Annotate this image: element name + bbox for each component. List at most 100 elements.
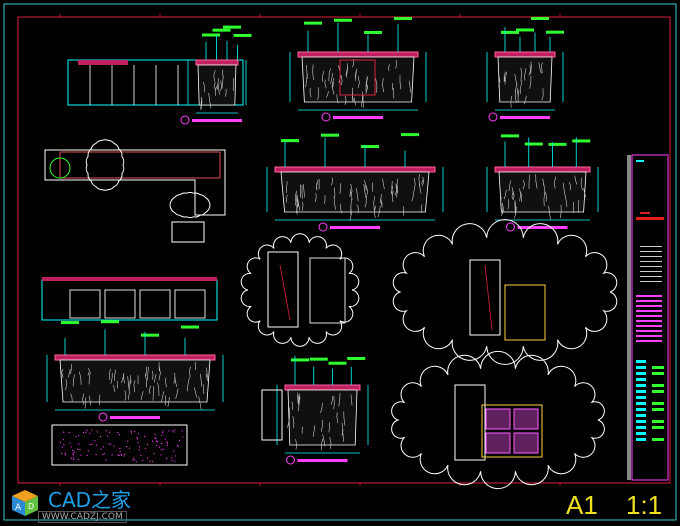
stone-texture xyxy=(503,189,507,200)
stone-texture xyxy=(535,174,538,189)
stone-texture xyxy=(198,396,202,410)
stone-texture xyxy=(110,372,113,384)
outer-frame xyxy=(3,3,677,521)
stone-texture xyxy=(519,191,522,203)
note-text xyxy=(328,361,347,365)
stone-speckle xyxy=(82,431,84,434)
stone-speckle xyxy=(103,452,105,455)
stone-texture xyxy=(514,202,516,213)
note-text xyxy=(531,17,549,21)
stone-speckle xyxy=(168,430,170,432)
stone-speckle xyxy=(174,460,176,462)
stone-speckle xyxy=(61,446,63,448)
view-marker xyxy=(321,112,331,122)
title-text xyxy=(640,261,662,262)
stone-texture xyxy=(202,384,205,394)
stone-texture xyxy=(225,88,227,97)
stone-texture xyxy=(341,429,344,442)
stone-texture xyxy=(542,178,545,186)
cabinet-door xyxy=(139,289,171,319)
stone-speckle xyxy=(166,441,168,443)
cabinet-door xyxy=(481,404,543,458)
stone-speckle xyxy=(133,431,136,433)
stone-texture xyxy=(514,90,517,103)
section-detail xyxy=(267,251,299,328)
title-text xyxy=(636,438,646,441)
stone-texture xyxy=(220,80,222,92)
stone-block-elevation-3 xyxy=(488,17,564,122)
note-text xyxy=(636,325,662,327)
stone-speckle xyxy=(162,448,164,450)
title-red-bar xyxy=(636,217,664,220)
note-text xyxy=(181,325,199,329)
stone-texture xyxy=(215,85,217,96)
stone-speckle xyxy=(80,454,82,456)
note-text xyxy=(636,305,662,307)
stone-texture xyxy=(124,390,127,401)
stone-texture xyxy=(420,204,423,213)
stone-texture xyxy=(338,393,341,407)
note-text xyxy=(141,333,159,337)
stone-texture xyxy=(349,188,351,198)
stone-countertop xyxy=(274,166,436,173)
stone-texture xyxy=(286,181,288,193)
door-panel xyxy=(485,408,511,430)
note-text xyxy=(636,295,662,297)
view-marker xyxy=(286,455,295,465)
stone-texture xyxy=(330,396,333,405)
stone-texture xyxy=(352,92,354,101)
stone-texture xyxy=(122,373,126,384)
stone-texture xyxy=(382,178,385,190)
title-text xyxy=(652,426,664,429)
view-marker xyxy=(506,222,515,232)
stone-speckle xyxy=(70,446,72,448)
stone-texture xyxy=(149,385,151,394)
stone-texture xyxy=(336,412,339,424)
stone-texture xyxy=(89,395,92,406)
stone-speckle xyxy=(158,446,160,448)
stone-texture xyxy=(364,195,367,208)
stone-texture xyxy=(341,422,344,436)
stone-texture xyxy=(133,380,136,393)
stone-speckle xyxy=(125,445,128,448)
note-text xyxy=(101,320,119,324)
stone-speckle xyxy=(138,449,140,451)
stone-speckle xyxy=(166,457,168,459)
stone-texture xyxy=(583,188,587,198)
note-text xyxy=(212,28,231,32)
stone-speckle xyxy=(161,442,163,444)
counter-plan xyxy=(44,149,226,216)
section-detail xyxy=(454,384,486,461)
title-block xyxy=(627,154,669,481)
note-text xyxy=(636,335,662,337)
stone-speckle xyxy=(124,453,126,455)
stone-block-elevation-2 xyxy=(297,17,419,122)
stone-texture xyxy=(503,71,506,82)
stone-speckle xyxy=(94,440,96,442)
stone-texture xyxy=(315,193,317,203)
stone-texture xyxy=(357,76,360,88)
stone-speckle xyxy=(151,440,154,442)
note-text xyxy=(281,139,299,143)
stone-speckle xyxy=(102,453,104,456)
title-text xyxy=(640,246,662,247)
stone-speckle xyxy=(132,459,134,461)
view-marker xyxy=(318,222,328,232)
logo-url[interactable]: WWW.CADZJ.COM xyxy=(38,511,127,523)
title-text xyxy=(636,390,646,393)
note-text xyxy=(636,310,662,312)
stone-texture xyxy=(390,185,394,194)
stone-texture xyxy=(68,369,71,378)
stone-texture xyxy=(375,78,378,93)
stone-speckle xyxy=(106,435,109,437)
stone-texture xyxy=(377,205,381,218)
drawing-frame xyxy=(17,16,671,484)
title-text xyxy=(636,160,644,162)
revision-cloud xyxy=(391,350,605,490)
stone-speckle xyxy=(108,431,111,433)
note-text xyxy=(401,133,419,137)
stone-texture xyxy=(127,384,130,400)
stone-block-elevation-5 xyxy=(494,134,591,232)
stone-texture xyxy=(317,87,319,100)
stone-speckle xyxy=(181,430,183,432)
